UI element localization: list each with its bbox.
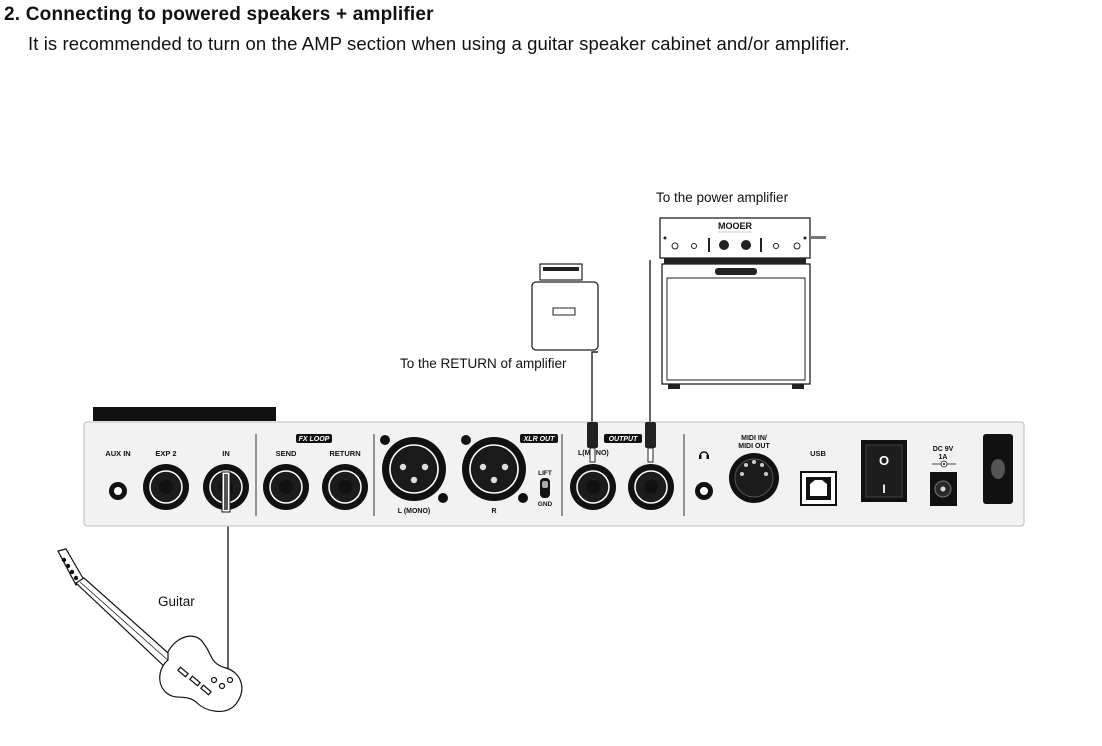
ground-lift-switch[interactable]: [540, 478, 550, 498]
plug-output-right: [645, 422, 656, 463]
label-send: SEND: [276, 449, 297, 458]
label-midi-out: MIDI OUT: [738, 443, 770, 450]
power-switch-o: O: [879, 453, 889, 468]
section-heading: 2. Connecting to powered speakers + ampl…: [4, 4, 434, 25]
usb-port[interactable]: [800, 471, 837, 506]
label-exp2: EXP 2: [155, 449, 176, 458]
xlr-jack-left[interactable]: [380, 435, 448, 503]
jack-aux-in[interactable]: [109, 482, 127, 500]
dc-power-jack[interactable]: [930, 472, 957, 506]
cable-to-return: [591, 351, 598, 430]
panel-top-bar: [93, 407, 276, 421]
label-output: OUTPUT: [609, 436, 639, 443]
jack-output-right[interactable]: [628, 464, 674, 510]
label-power-amplifier: To the power amplifier: [656, 190, 789, 205]
label-aux-in: AUX IN: [105, 449, 130, 458]
label-return-amplifier: To the RETURN of amplifier: [400, 356, 567, 371]
headphone-icon: [699, 451, 709, 459]
label-dc-1a: 1A: [939, 454, 948, 461]
label-xlr-r: R: [491, 508, 496, 515]
label-guitar: Guitar: [158, 594, 195, 609]
label-midi-in: MIDI IN/: [741, 435, 767, 442]
rear-panel: [83, 421, 1025, 527]
jack-return[interactable]: [322, 464, 368, 510]
label-dc-9v: DC 9V: [933, 446, 954, 453]
amp-brand: MOOER: [718, 221, 753, 231]
label-xlr-l-mono: L (MONO): [398, 508, 431, 515]
small-amplifier: [531, 263, 599, 351]
output-tag: [604, 434, 642, 443]
label-usb: USB: [810, 449, 826, 458]
jack-exp2[interactable]: [143, 464, 189, 510]
jack-headphone[interactable]: [695, 482, 713, 500]
jack-output-left[interactable]: [570, 464, 616, 510]
dc-polarity-icon: [932, 460, 956, 468]
label-fx-loop: FX LOOP: [299, 436, 330, 443]
security-lock-slot: [983, 434, 1013, 504]
power-switch-i: I: [882, 482, 885, 496]
midi-port[interactable]: [729, 453, 779, 503]
cables: [227, 260, 651, 690]
plug-output-left: [587, 422, 598, 463]
jack-send[interactable]: [263, 464, 309, 510]
label-xlr-out: XLR OUT: [523, 436, 555, 443]
amp-head: MOOER: [659, 217, 826, 259]
jack-in[interactable]: [203, 464, 249, 513]
electric-guitar: [57, 548, 243, 712]
power-switch[interactable]: O I: [861, 440, 907, 502]
label-gnd: GND: [538, 501, 553, 508]
label-lift: LIFT: [538, 470, 552, 477]
label-return: RETURN: [329, 449, 360, 458]
fx-loop-tag: [296, 434, 332, 443]
intro-text: It is recommended to turn on the AMP sec…: [28, 33, 850, 54]
amp-head-handle: [664, 258, 806, 264]
speaker-cabinet: [661, 263, 811, 389]
label-in: IN: [222, 449, 230, 458]
xlr-out-tag: [520, 434, 558, 443]
xlr-jack-right[interactable]: [461, 435, 528, 503]
